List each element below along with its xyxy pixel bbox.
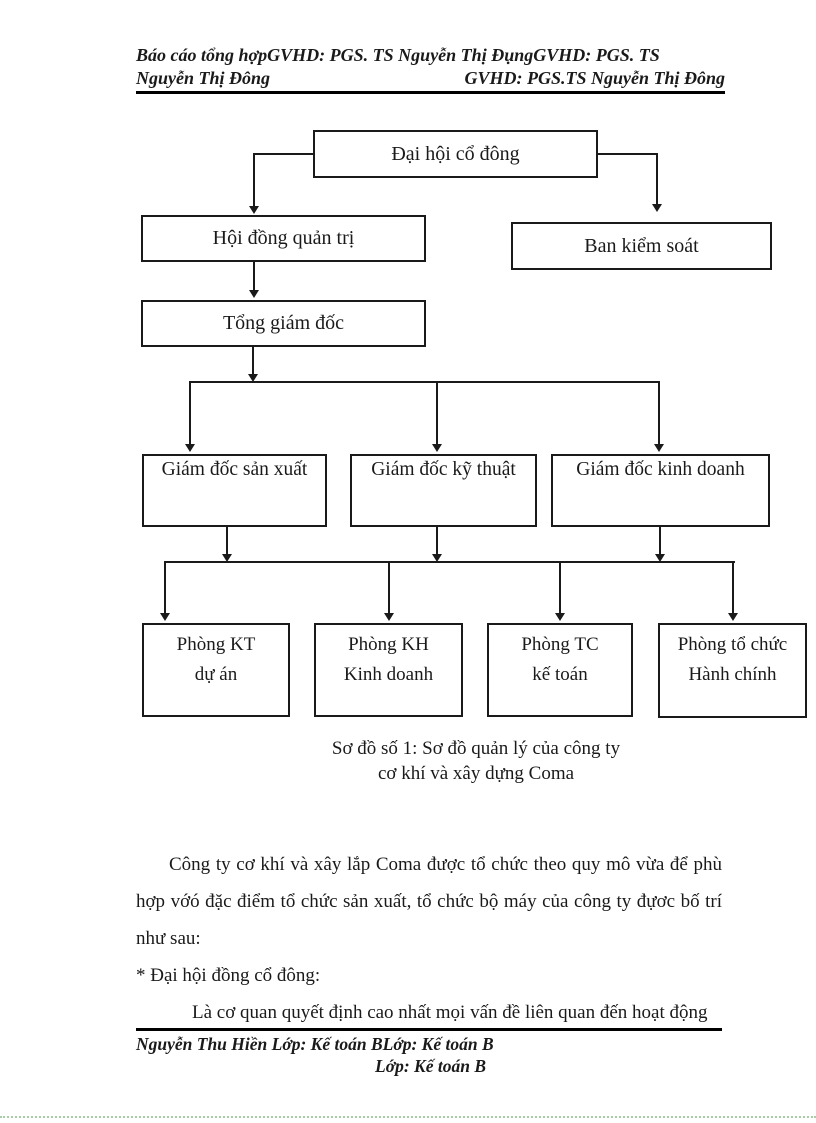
arrowhead-icon (432, 554, 442, 562)
body-text: Công ty cơ khí và xây lắp Coma được tổ c… (136, 846, 722, 1031)
diagram-caption: Sơ đồ số 1: Sơ đồ quản lý của công ty cơ… (136, 736, 816, 786)
connector-line (656, 153, 658, 205)
connector-line (732, 561, 734, 614)
connector-line (252, 346, 254, 375)
org-box-dept-tchc-line1: Phòng tổ chức (677, 634, 788, 655)
org-box-dept-kt-line2: dự án (194, 664, 238, 685)
arrowhead-icon (654, 444, 664, 452)
org-box-production-director: Giám đốc sản xuất (142, 454, 327, 527)
arrowhead-icon (555, 613, 565, 621)
arrowhead-icon (249, 206, 259, 214)
connector-line (164, 561, 735, 563)
org-box-dept-tchc: Phòng tổ chức Hành chính (658, 623, 807, 718)
org-box-dept-kt-line1: Phòng KT (176, 634, 256, 655)
body-paragraph-line1: Công ty cơ khí và xây lắp Coma được tổ c… (169, 854, 722, 875)
header-rule (136, 91, 725, 94)
arrowhead-icon (222, 554, 232, 562)
org-box-board-label: Hội đồng quản trị (212, 227, 355, 249)
org-box-board: Hội đồng quản trị (141, 215, 426, 262)
header-line-2-right: GVHD: PGS.TS Nguyễn Thị Đông (464, 68, 725, 88)
body-bullet-line: * Đại hội đồng cổ đông: (136, 965, 321, 986)
org-box-production-director-label: Giám đốc sản xuất (161, 459, 308, 480)
body-paragraph2-line1: Là cơ quan quyết định cao nhất mọi vấn đ… (192, 1002, 708, 1023)
arrowhead-icon (728, 613, 738, 621)
diagram-caption-line1: Sơ đồ số 1: Sơ đồ quản lý của công ty (331, 738, 621, 759)
connector-line (253, 261, 255, 291)
org-box-dept-kh-line2: Kinh doanh (343, 664, 434, 685)
org-box-shareholders: Đại hội cổ đông (313, 130, 598, 178)
connector-line (253, 153, 314, 155)
org-box-ceo-label: Tổng giám đốc (222, 312, 345, 334)
org-box-shareholders-label: Đại hội cổ đông (391, 143, 520, 165)
connector-line (559, 561, 561, 614)
arrowhead-icon (248, 374, 258, 382)
connector-line (164, 561, 166, 614)
footer-line-2: Lớp: Kế toán B (375, 1056, 486, 1076)
arrowhead-icon (432, 444, 442, 452)
arrowhead-icon (655, 554, 665, 562)
org-box-dept-kh-line1: Phòng KH (348, 634, 429, 655)
connector-line (189, 381, 191, 445)
arrowhead-icon (652, 204, 662, 212)
connector-line (388, 561, 390, 614)
connector-line (659, 526, 661, 555)
body-paragraph-line2: hợp vớó đặc điểm tổ chức sản xuất, tổ ch… (136, 891, 722, 912)
arrowhead-icon (249, 290, 259, 298)
header-line-1: Báo cáo tổng hợpGVHD: PGS. TS Nguyễn Thị… (136, 45, 660, 65)
connector-line (436, 526, 438, 555)
diagram-caption-line2: cơ khí và xây dựng Coma (377, 763, 575, 784)
footer-line-1: Nguyễn Thu Hiền Lớp: Kế toán BLớp: Kế to… (136, 1034, 494, 1054)
arrowhead-icon (185, 444, 195, 452)
connector-line (436, 381, 438, 445)
page-bottom-dotted-rule (0, 1116, 816, 1118)
connector-line (253, 153, 255, 207)
org-box-dept-kh: Phòng KH Kinh doanh (314, 623, 463, 717)
org-box-supervisory: Ban kiểm soát (511, 222, 772, 270)
page-header: Báo cáo tổng hợpGVHD: PGS. TS Nguyễn Thị… (136, 44, 725, 90)
header-line-2-left: Nguyễn Thị Đông (136, 68, 271, 88)
org-box-dept-tc-line1: Phòng TC (521, 634, 599, 655)
connector-line (596, 153, 658, 155)
connector-line (658, 381, 660, 445)
footer-rule (136, 1028, 722, 1031)
org-box-dept-tc-line2: kế toán (532, 664, 588, 685)
org-box-ceo: Tổng giám đốc (141, 300, 426, 347)
org-box-supervisory-label: Ban kiểm soát (584, 235, 699, 257)
arrowhead-icon (160, 613, 170, 621)
org-box-business-director: Giám đốc kinh doanh (551, 454, 770, 527)
connector-line (189, 381, 660, 383)
org-box-technical-director: Giám đốc kỹ thuật (350, 454, 537, 527)
header-line-2: Nguyễn Thị Đông GVHD: PGS.TS Nguyễn Thị … (136, 67, 725, 90)
org-box-technical-director-label: Giám đốc kỹ thuật (371, 459, 516, 480)
org-box-dept-tchc-line2: Hành chính (688, 664, 777, 685)
org-box-dept-kt: Phòng KT dự án (142, 623, 290, 717)
org-box-dept-tc: Phòng TC kế toán (487, 623, 633, 717)
org-box-business-director-label: Giám đốc kinh doanh (576, 459, 745, 480)
arrowhead-icon (384, 613, 394, 621)
connector-line (226, 526, 228, 555)
body-paragraph-line3: như sau: (136, 928, 201, 949)
